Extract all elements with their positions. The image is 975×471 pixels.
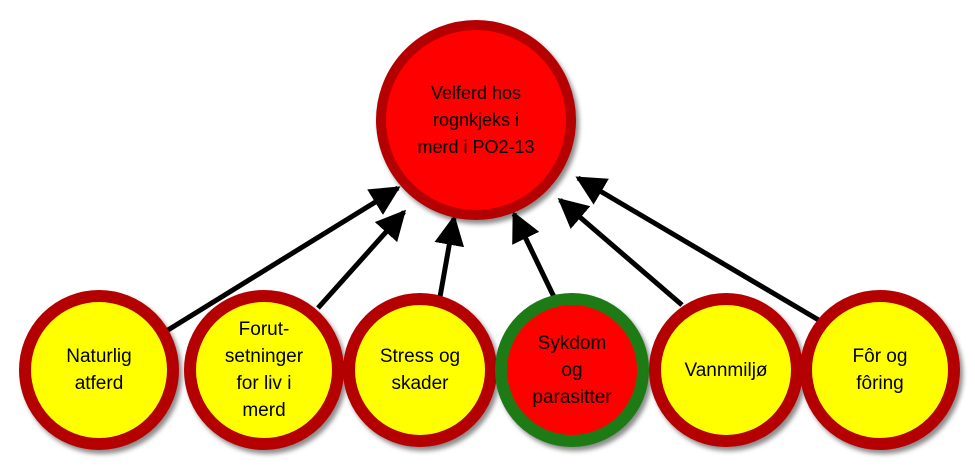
factor-label: Fôr og fôring xyxy=(852,346,908,394)
factor-node-feed-feeding: Fôr og fôring xyxy=(800,290,960,450)
arrow-natural-behaviour xyxy=(166,185,401,333)
arrow-disease-parasites xyxy=(511,211,557,299)
factor-label: Stress og skader xyxy=(379,346,461,394)
arrow-water-environment xyxy=(557,198,684,307)
factor-node-water-environment: Vannmiljø xyxy=(649,293,803,447)
factor-label: Forut- setninger for liv i merd xyxy=(224,319,304,421)
factor-label: Vannmiljø xyxy=(684,359,768,381)
arrow-stress-injuries xyxy=(434,215,465,298)
factor-label: Sykdom og parasitter xyxy=(532,332,612,408)
arrow-preconditions xyxy=(316,209,407,310)
factor-label: Naturlig atferd xyxy=(66,346,132,394)
factor-node-stress-injuries: Stress og skader xyxy=(343,293,497,447)
center-node-label: Velferd hos rognkjeks i merd i PO2-13 xyxy=(417,82,535,157)
arrow-group xyxy=(166,175,824,333)
factor-node-preconditions: Forut- setninger for liv i merd xyxy=(184,290,344,450)
center-node-welfare: Velferd hos rognkjeks i merd i PO2-13 xyxy=(376,20,576,220)
factor-node-disease-parasites: Sykdom og parasitter xyxy=(495,293,649,447)
arrow-feed-feeding xyxy=(575,175,824,325)
factor-node-natural-behaviour: Naturlig atferd xyxy=(19,290,179,450)
